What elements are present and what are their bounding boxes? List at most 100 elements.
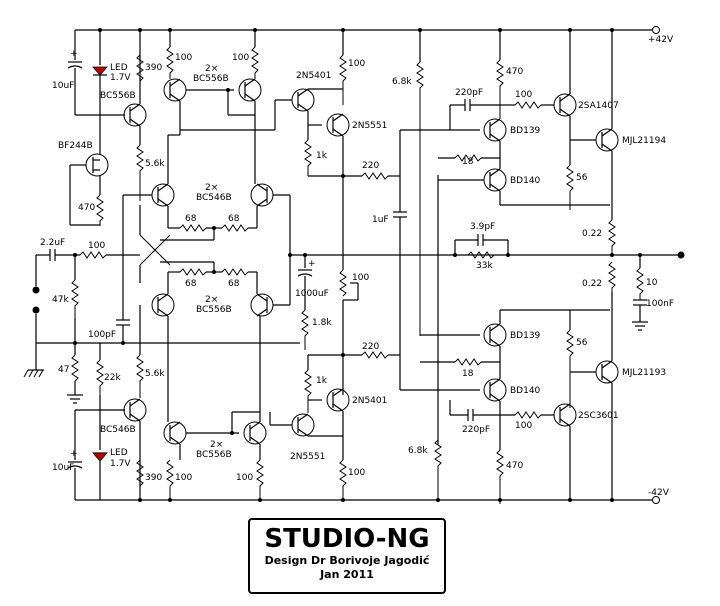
transistor-bc556b-diff-right — [250, 293, 274, 317]
transistor-2n5551-vas-bottom — [291, 413, 315, 437]
r68-a-resistor — [179, 224, 207, 232]
r6k8-top-label: 6.8k — [392, 77, 412, 87]
q2n5551-top-label: 2N5551 — [352, 121, 387, 131]
r100-b-resistor — [251, 46, 259, 79]
mjl21193-label: MJL21193 — [622, 368, 666, 378]
mjl21194-label: MJL21194 — [622, 136, 666, 146]
r100-d-label: 100 — [236, 473, 253, 483]
ground-symbol-right — [632, 321, 648, 331]
r100-pre-top-label: 100 — [515, 90, 532, 100]
dual-bot-a-count: 2× — [210, 440, 223, 450]
led-bottom — [92, 452, 108, 462]
negative-rail-label: -42V — [648, 488, 670, 498]
transistor-bc546b-diff-left — [151, 183, 175, 207]
bf244b-label: BF244B — [58, 141, 93, 151]
r6k8-bottom-label: 6.8k — [408, 446, 428, 456]
input-capacitor — [49, 249, 56, 261]
r470-top-resistor — [496, 59, 504, 119]
r1k8-resistor — [301, 309, 309, 350]
q2n5401-bottom-label: 2N5401 — [352, 396, 387, 406]
transistor-bc546b-cs — [123, 398, 147, 422]
negative-rail-terminal[interactable] — [652, 496, 660, 504]
r18-bottom-resistor — [454, 358, 482, 366]
r33k-resistor — [467, 251, 495, 259]
transistor-bc556b-mirror-top-left — [163, 78, 187, 102]
output-terminal[interactable] — [677, 251, 685, 259]
r10-label: 10 — [646, 278, 658, 288]
svg-text:+: + — [70, 49, 78, 59]
input-terminal[interactable] — [32, 286, 40, 294]
r22k-label: 22k — [104, 373, 121, 383]
r220-top-resistor — [361, 172, 389, 180]
r390-top-resistor — [136, 54, 144, 82]
r10-resistor — [636, 267, 644, 300]
cap-1000uf — [297, 269, 313, 277]
r33k-label: 33k — [476, 261, 493, 271]
ground-symbol-mid — [67, 394, 83, 404]
transistor-2n5401-vas-bottom — [326, 388, 350, 412]
r6k8-top-resistor — [416, 61, 424, 336]
input-ground-terminal[interactable] — [32, 306, 40, 314]
studio-name: STUDIO-NG — [264, 524, 430, 554]
transistor-2n5551-vas — [326, 113, 350, 137]
r100-a-resistor — [166, 46, 174, 79]
r5k6-bottom-resistor — [136, 354, 144, 398]
led-bottom-voltage: 1.7V — [110, 459, 131, 469]
cap-220pf-bottom-label: 220pF — [462, 425, 490, 435]
r56-bottom-resistor — [566, 329, 574, 408]
cap-10uf-top-label: 10uF — [52, 81, 74, 91]
r5k6-top-resistor — [136, 144, 144, 201]
dual-top-a-type: BC556B — [193, 74, 229, 84]
dual-top-a-count: 2× — [205, 64, 218, 74]
dual-mid-a-count: 2× — [205, 183, 218, 193]
r100-top-vas-resistor — [339, 54, 347, 105]
r470-bottom-resistor — [496, 449, 504, 504]
jfet-bf244b — [85, 153, 109, 177]
transistor-mirror-bottom-right — [243, 421, 267, 445]
svg-text:+: + — [70, 449, 78, 459]
bc556b-cs-label: BC556B — [100, 91, 136, 101]
cap-3p9pf — [477, 234, 484, 246]
input-capacitor-label: 2.2uF — [40, 238, 65, 248]
cap-220pf-top-label: 220pF — [455, 88, 483, 98]
bd139-top-label: BD139 — [510, 126, 541, 136]
r6k8-bottom-resistor — [434, 439, 442, 502]
r68-b-resistor — [221, 224, 249, 232]
r18-top-label: 18 — [462, 157, 474, 167]
cap-220pf-top — [464, 99, 471, 111]
bd139-bottom-label: BD139 — [510, 331, 541, 341]
bias-pot[interactable] — [339, 269, 347, 297]
transistor-mjl21193 — [595, 360, 619, 384]
r100-a-label: 100 — [175, 53, 192, 63]
dual-mid-b-type: BC556B — [196, 305, 232, 315]
ground-symbol-left — [23, 369, 44, 378]
transistor-bc556b-mirror-top-right — [238, 78, 262, 102]
r100-b-label: 100 — [232, 53, 249, 63]
design-date: Jan 2011 — [320, 568, 374, 581]
cap-100nf — [633, 299, 647, 306]
r100-c-label: 100 — [175, 473, 192, 483]
bd140-bottom-label: BD140 — [510, 386, 541, 396]
r1k-bottom-resistor — [304, 369, 312, 413]
cap-100pf-label: 100pF — [88, 330, 116, 340]
cap-10uf-top — [67, 61, 83, 69]
r470-left-label: 470 — [78, 203, 95, 213]
r100-c-resistor — [166, 459, 174, 501]
positive-rail-terminal[interactable] — [652, 26, 660, 34]
transistor-bd140-bottom — [483, 378, 507, 402]
r1k-bottom-label: 1k — [316, 376, 328, 386]
r470-bottom-label: 470 — [506, 461, 523, 471]
r1k8-label: 1.8k — [312, 318, 332, 328]
r47k-label: 47k — [52, 295, 69, 305]
r56-top-resistor — [566, 164, 574, 210]
r5k6-top-label: 5.6k — [145, 159, 165, 169]
designer-credit: Design Dr Borivoje Jagodić — [264, 554, 430, 567]
r56-top-label: 56 — [576, 173, 588, 183]
r022-top-resistor — [608, 219, 616, 254]
transistor-bc556b-cs — [123, 103, 147, 127]
r100-pre-bottom-resistor — [514, 411, 542, 419]
q2sa1407-label: 2SA1407 — [578, 101, 619, 111]
r022-bottom-resistor — [608, 261, 616, 296]
dual-mid-b-count: 2× — [205, 295, 218, 305]
